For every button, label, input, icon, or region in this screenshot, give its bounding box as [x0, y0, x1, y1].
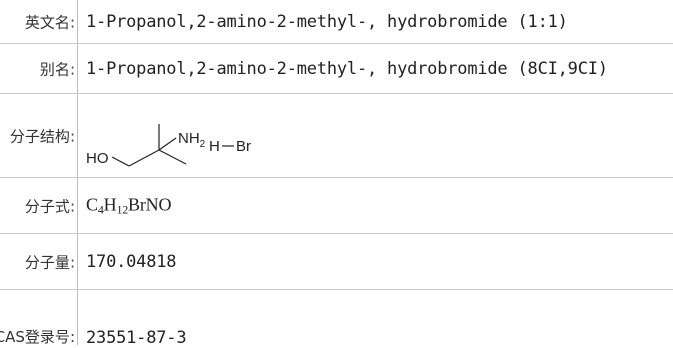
row-english-name: 英文名: 1-Propanol,2-amino-2-methyl-, hydro…	[0, 0, 673, 44]
row-molecular-weight: 分子量: 170.04818	[0, 234, 673, 290]
atom-ho: HO	[86, 150, 109, 167]
row-alias: 别名: 1-Propanol,2-amino-2-methyl-, hydrob…	[0, 44, 673, 94]
label-molecular-weight: 分子量:	[24, 253, 75, 271]
atom-br: Br	[236, 138, 251, 155]
label-cas-number: CAS登录号:	[0, 328, 75, 346]
label-alias: 别名:	[39, 60, 75, 78]
label-formula: 分子式:	[24, 197, 75, 215]
bond	[158, 149, 187, 165]
formula-value: C4H12BrNO	[86, 194, 172, 216]
english-name-value: 1-Propanol,2-amino-2-methyl-, hydrobromi…	[86, 11, 568, 32]
label-structure: 分子结构:	[9, 127, 75, 145]
label-cell: 分子式:	[0, 178, 78, 233]
cas-number-value: 23551-87-3	[86, 328, 187, 348]
row-structure: 分子结构: HO NH2 H Br	[0, 94, 673, 178]
label-cell: 别名:	[0, 44, 78, 93]
alias-value: 1-Propanol,2-amino-2-methyl-, hydrobromi…	[86, 58, 608, 79]
label-cell: 分子量:	[0, 234, 78, 289]
bond	[111, 156, 130, 167]
bond	[158, 137, 177, 151]
row-formula: 分子式: C4H12BrNO	[0, 178, 673, 234]
molecular-weight-value: 170.04818	[86, 251, 177, 272]
bond	[128, 149, 160, 167]
molecular-structure-diagram: HO NH2 H Br	[86, 124, 251, 167]
label-cell: 英文名:	[0, 0, 78, 43]
atom-h: H	[209, 138, 220, 155]
label-cell: 分子结构:	[0, 94, 78, 177]
label-english-name: 英文名:	[24, 13, 75, 31]
row-cas-number: CAS登录号: 23551-87-3	[0, 290, 673, 348]
label-cell: CAS登录号:	[0, 290, 78, 346]
atom-nh2: NH2	[178, 130, 206, 150]
